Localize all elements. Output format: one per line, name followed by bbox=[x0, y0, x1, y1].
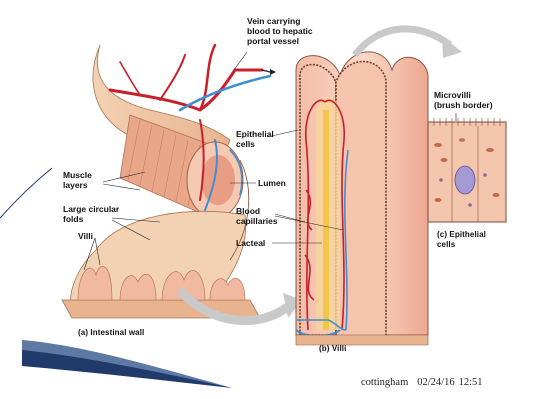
caption-epithelial-cells: (c) Epithelial cells bbox=[437, 230, 497, 250]
label-lacteal: Lacteal bbox=[236, 238, 265, 248]
footer-time: 12:51 bbox=[459, 377, 483, 388]
label-lumen: Lumen bbox=[258, 178, 286, 188]
label-muscle-layers: Muscle layers bbox=[63, 170, 105, 190]
epithelial-cells-detail bbox=[428, 118, 506, 222]
label-villi: Villi bbox=[78, 231, 93, 241]
caption-intestinal-wall: (a) Intestinal wall bbox=[78, 328, 144, 338]
label-vein: Vein carrying blood to hepatic portal ve… bbox=[247, 16, 313, 46]
label-epithelial-cells: Epithelial cells bbox=[236, 129, 276, 149]
footer-author: cottingham bbox=[361, 377, 408, 388]
villus bbox=[296, 52, 428, 345]
label-blood-capillaries: Blood capillaries bbox=[236, 206, 280, 226]
slide-footer: cottingham 02/24/16 12:51 bbox=[361, 377, 492, 388]
label-microvilli: Microvilli (brush border) bbox=[434, 90, 496, 110]
caption-villi: (b) Villi bbox=[319, 344, 346, 354]
footer-date: 02/24/16 bbox=[417, 377, 454, 388]
label-circular-folds: Large circular folds bbox=[63, 204, 125, 224]
